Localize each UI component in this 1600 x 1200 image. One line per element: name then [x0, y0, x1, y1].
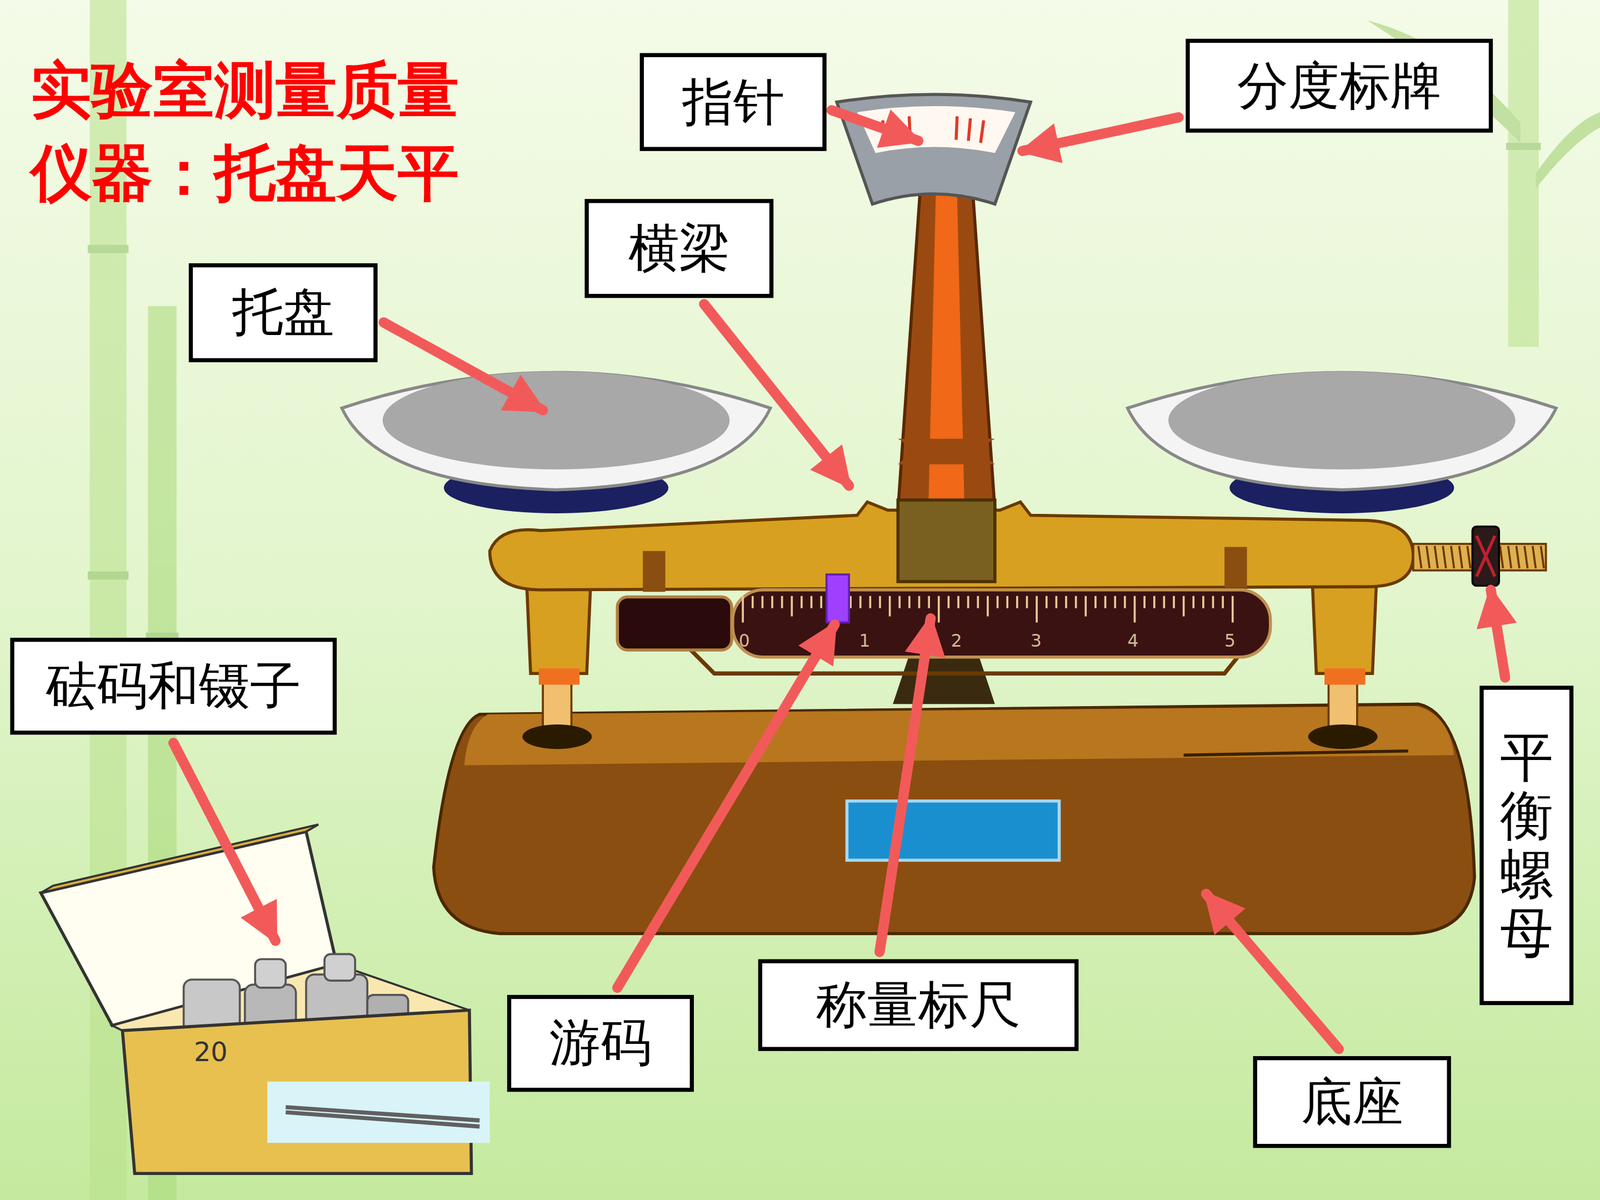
right-column	[1308, 724, 1378, 749]
ruler	[742, 596, 1233, 623]
part-name: 底座	[1301, 1073, 1404, 1130]
weight-box	[324, 953, 355, 981]
scale-number: 1	[859, 630, 871, 652]
weight-box	[255, 959, 286, 988]
label-box: 称量标尺	[758, 959, 1079, 1052]
label-box: 底座	[1253, 1056, 1452, 1148]
scale-plate	[836, 94, 1031, 204]
balance-nut	[1472, 526, 1499, 587]
scale-number: 2	[951, 630, 963, 652]
part-name: 分度标牌	[1237, 57, 1442, 114]
left-column	[538, 668, 580, 685]
label-box: 指针	[640, 53, 827, 152]
bamboo	[1506, 142, 1541, 150]
part-name: 指针	[682, 73, 785, 130]
scale-plate	[980, 120, 984, 143]
base	[846, 801, 1059, 861]
part-name: 游码	[549, 1015, 652, 1072]
base	[1183, 751, 1409, 755]
pointer	[897, 142, 995, 582]
leader-arrows	[383, 322, 544, 410]
balance-nut	[1413, 526, 1547, 587]
left-pan	[382, 371, 730, 470]
leader-arrows	[1022, 117, 1179, 152]
scale-number: 3	[1030, 630, 1042, 652]
balance-nut	[1476, 535, 1495, 577]
label-box: 横梁	[584, 198, 774, 298]
base	[433, 703, 1475, 934]
weight-mark: 20	[193, 1036, 228, 1068]
leader-arrows	[173, 742, 276, 941]
leader-arrows	[1206, 893, 1339, 1049]
leader-arrows	[879, 618, 931, 953]
label-box: 分度标牌	[1185, 38, 1493, 133]
bamboo	[87, 571, 129, 580]
label-box: 游码	[507, 995, 694, 1092]
leader-arrows	[703, 303, 849, 486]
bamboo	[1508, 0, 1539, 347]
scale-number: 0	[738, 630, 750, 652]
scale-plate	[836, 94, 1031, 204]
base	[433, 703, 1475, 934]
label-box: 平衡螺母	[1479, 685, 1574, 1005]
center-post	[892, 658, 995, 705]
bamboo	[87, 245, 129, 254]
weight-box	[40, 824, 319, 893]
pointer	[897, 500, 995, 582]
right-pan	[1127, 371, 1557, 514]
rider	[826, 574, 849, 623]
ruler	[617, 590, 1271, 658]
right-pan	[1168, 371, 1515, 470]
part-name: 托盘	[232, 284, 335, 341]
title: 实验室测量质量 仪器：托盘天平	[30, 48, 541, 215]
scale-plate	[968, 118, 971, 141]
base	[464, 706, 1455, 766]
scale-number: 4	[1127, 630, 1139, 652]
bamboo	[1535, 112, 1600, 189]
right-column	[1324, 668, 1365, 685]
weight-box	[285, 1107, 480, 1127]
left-pan	[341, 371, 770, 514]
leader-arrows	[617, 624, 835, 988]
pointer	[897, 438, 995, 465]
part-name: 横梁	[628, 220, 731, 277]
leader-arrows	[831, 110, 919, 141]
scale-plate	[956, 116, 958, 140]
ruler	[617, 596, 732, 650]
beam	[1224, 546, 1247, 588]
part-name: 平衡螺母	[1500, 728, 1554, 963]
left-column	[522, 724, 592, 749]
leader-arrows	[173, 110, 1505, 1049]
ruler	[732, 590, 1271, 658]
part-name: 砝码和镊子	[46, 658, 302, 715]
label-box: 托盘	[188, 263, 378, 363]
part-name: 称量标尺	[816, 977, 1020, 1034]
center-post	[892, 658, 995, 705]
weight-box	[267, 1081, 490, 1143]
beam	[642, 551, 665, 592]
weight-box	[40, 824, 490, 1174]
label-box: 砝码和镊子	[10, 637, 337, 735]
scale-number: 5	[1224, 630, 1236, 652]
leader-arrows	[1490, 590, 1505, 678]
